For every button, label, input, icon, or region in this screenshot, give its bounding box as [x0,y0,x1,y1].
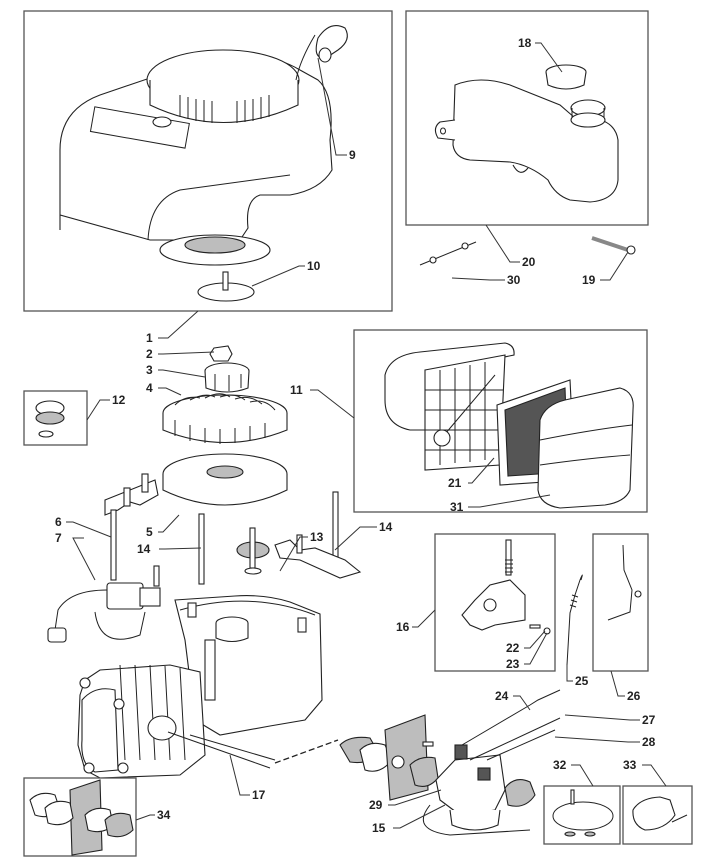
spring-25 [566,574,583,666]
callout-14a: 14 [137,542,151,556]
mount-13 [236,527,362,579]
callout-9: 9 [349,148,356,162]
bolt-19 [591,236,636,255]
callout-7: 7 [55,531,62,545]
callout-18: 18 [518,36,532,50]
callout-14b: 14 [379,520,393,534]
gasket-kit-box-34 [23,777,137,857]
callout-4: 4 [146,381,153,395]
engine-block [77,595,339,779]
callout-33: 33 [623,758,637,772]
callout-20: 20 [522,255,536,269]
callout-1: 1 [146,331,153,345]
kit-12-box [23,390,88,446]
fuel-tank-box [405,10,649,226]
callout-34: 34 [157,808,171,822]
callout-labels: 1 2 3 4 5 6 7 9 10 11 12 13 14 14 15 16 … [55,36,656,835]
governor-arm-box-26 [592,533,649,672]
callout-13: 13 [310,530,324,544]
callout-24: 24 [495,689,509,703]
callout-30: 30 [507,273,521,287]
stud-30 [419,241,477,266]
callout-31: 31 [450,500,464,514]
callout-23: 23 [506,657,520,671]
callout-26: 26 [627,689,641,703]
float-kit-box-33 [622,785,693,845]
cooling-fan-4 [162,393,288,444]
callout-29: 29 [369,798,383,812]
air-filter-box [353,329,648,513]
callout-16: 16 [396,620,410,634]
callout-27: 27 [642,713,656,727]
callout-28: 28 [642,735,656,749]
callout-3: 3 [146,363,153,377]
governor-box-16 [434,533,556,672]
callout-22: 22 [506,641,520,655]
flywheel-5 [162,453,288,506]
callout-19: 19 [582,273,596,287]
links-24-27-28 [461,689,561,761]
callout-21: 21 [448,476,462,490]
bracket-shield [104,473,159,516]
gasket-kit-box-32 [543,785,621,845]
intake-gaskets [339,714,439,801]
callout-5: 5 [146,525,153,539]
callout-17: 17 [252,788,266,802]
leader-lines [66,42,667,829]
carburetor-29 [422,744,536,836]
callout-10: 10 [307,259,321,273]
ignition-coil-7 [47,565,161,643]
callout-11: 11 [290,383,303,397]
recoil-starter-box [23,10,393,312]
callout-32: 32 [553,758,567,772]
flywheel-nut-2 [209,345,233,362]
starter-cup-3 [204,362,250,393]
callout-6: 6 [55,515,62,529]
callout-15: 15 [372,821,386,835]
callout-12: 12 [112,393,126,407]
callout-25: 25 [575,674,589,688]
callout-2: 2 [146,347,153,361]
